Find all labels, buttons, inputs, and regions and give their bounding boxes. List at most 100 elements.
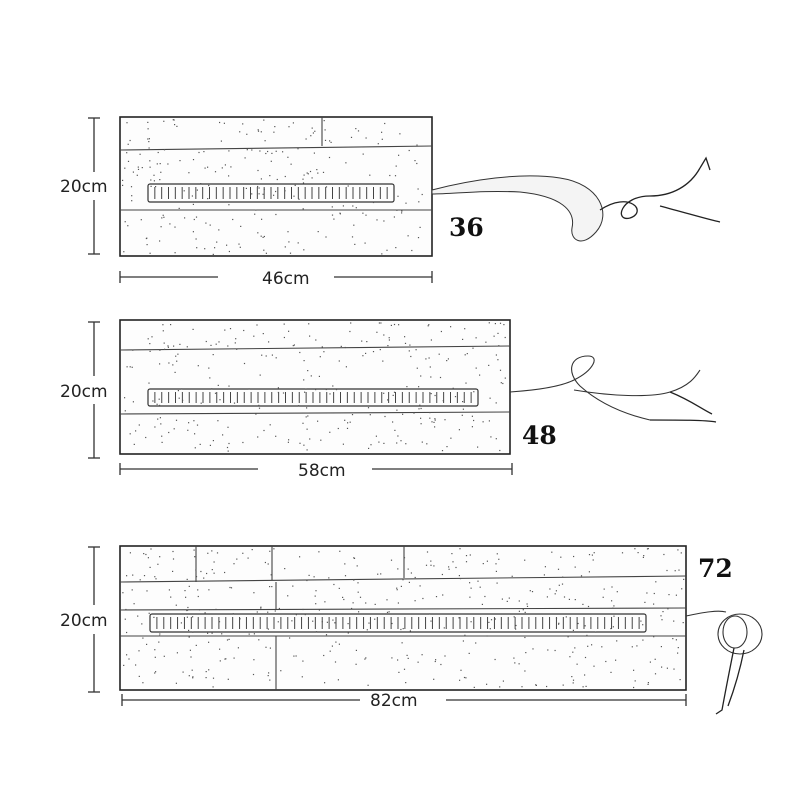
texture-speck <box>582 686 584 688</box>
texture-speck <box>389 174 391 177</box>
texture-speck <box>310 375 312 377</box>
texture-speck <box>126 631 128 634</box>
texture-speck <box>123 251 125 253</box>
texture-speck <box>240 225 242 227</box>
texture-speck <box>149 566 151 568</box>
texture-speck <box>426 551 429 553</box>
texture-speck <box>170 596 172 598</box>
texture-speck <box>221 633 223 635</box>
texture-speck <box>434 660 436 663</box>
texture-speck <box>344 563 346 565</box>
texture-speck <box>147 128 149 130</box>
texture-speck <box>299 351 301 354</box>
texture-speck <box>433 421 435 423</box>
texture-speck <box>320 439 322 441</box>
texture-speck <box>175 355 177 357</box>
texture-speck <box>380 573 382 575</box>
texture-speck <box>458 575 460 577</box>
texture-speck <box>459 679 461 681</box>
texture-speck <box>588 554 591 556</box>
texture-speck <box>414 160 416 162</box>
texture-speck <box>442 594 444 596</box>
texture-speck <box>197 365 199 367</box>
texture-speck <box>496 553 498 555</box>
texture-speck <box>206 572 208 575</box>
texture-speck <box>636 645 638 647</box>
texture-speck <box>672 638 674 640</box>
texture-speck <box>350 136 353 138</box>
texture-speck <box>352 602 354 604</box>
texture-speck <box>464 354 466 356</box>
texture-speck <box>124 167 126 169</box>
texture-speck <box>653 603 655 605</box>
texture-speck <box>396 209 398 211</box>
texture-speck <box>226 639 229 641</box>
texture-speck <box>263 188 265 190</box>
texture-speck <box>263 119 265 121</box>
texture-speck <box>309 438 311 440</box>
texture-speck <box>603 588 605 590</box>
texture-speck <box>340 345 342 347</box>
texture-speck <box>307 370 309 372</box>
texture-speck <box>209 224 211 226</box>
texture-speck <box>486 683 488 685</box>
texture-speck <box>180 622 182 624</box>
texture-speck <box>430 376 432 378</box>
texture-speck <box>323 351 325 353</box>
texture-speck <box>450 326 452 328</box>
texture-speck <box>159 363 161 365</box>
texture-speck <box>561 583 564 585</box>
texture-speck <box>576 663 578 665</box>
texture-speck <box>233 657 235 659</box>
texture-speck <box>154 656 156 658</box>
texture-speck <box>572 682 574 684</box>
texture-speck <box>232 613 234 615</box>
texture-speck <box>172 119 174 121</box>
texture-speck <box>328 577 330 579</box>
texture-speck <box>444 419 446 421</box>
texture-speck <box>584 656 587 659</box>
texture-speck <box>157 151 159 154</box>
texture-speck <box>333 583 335 586</box>
texture-speck <box>204 612 206 614</box>
texture-speck <box>393 391 396 393</box>
texture-speck <box>441 450 444 452</box>
texture-speck <box>228 250 230 253</box>
texture-speck <box>274 610 276 612</box>
texture-speck <box>302 182 305 184</box>
texture-speck <box>405 682 407 684</box>
texture-speck <box>259 374 261 376</box>
texture-speck <box>138 675 140 677</box>
texture-speck <box>464 328 466 330</box>
texture-speck <box>265 355 267 357</box>
texture-speck <box>188 636 190 638</box>
texture-speck <box>259 150 261 152</box>
texture-speck <box>218 621 221 623</box>
texture-speck <box>293 195 295 197</box>
texture-speck <box>419 226 421 228</box>
texture-speck <box>408 581 410 583</box>
texture-speck <box>207 552 209 554</box>
texture-speck <box>184 590 186 592</box>
texture-speck <box>493 335 495 337</box>
texture-speck <box>364 242 366 244</box>
texture-speck <box>404 336 406 338</box>
texture-speck <box>137 615 139 617</box>
texture-speck <box>297 242 299 244</box>
texture-speck <box>160 423 162 425</box>
texture-speck <box>473 419 475 422</box>
texture-speck <box>153 174 155 176</box>
texture-speck <box>124 397 126 399</box>
texture-speck <box>524 670 526 672</box>
texture-speck <box>126 152 128 154</box>
texture-speck <box>677 652 679 654</box>
texture-speck <box>205 222 207 224</box>
case-body <box>119 116 433 257</box>
texture-speck <box>365 352 367 354</box>
texture-speck <box>147 121 149 123</box>
texture-speck <box>395 165 397 167</box>
texture-speck <box>613 615 615 617</box>
texture-speck <box>642 556 644 558</box>
texture-speck <box>261 218 263 220</box>
texture-speck <box>287 595 289 597</box>
